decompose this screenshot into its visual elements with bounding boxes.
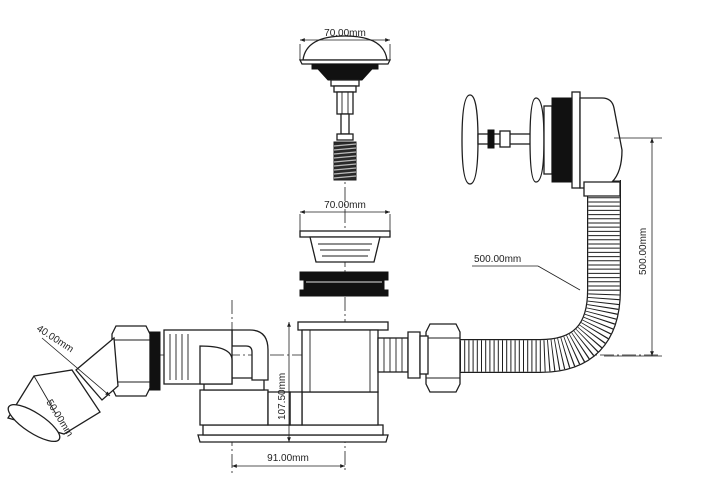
overflow-assembly — [461, 91, 623, 197]
strainer-width-label: 70.00mm — [324, 200, 366, 211]
body-height-dimension: 107.50mm — [277, 322, 291, 442]
coil-spring-icon — [333, 141, 357, 181]
rubber-gasket — [299, 271, 389, 297]
flexible-hose — [460, 180, 621, 373]
overflow-height-label: 500.00mm — [638, 228, 649, 275]
trap-body — [163, 321, 389, 443]
hose-coupling — [377, 323, 461, 393]
cap-width-dimension: 70.00mm — [299, 28, 391, 60]
overflow-height-dimension: 500.00mm — [604, 137, 662, 357]
elbow-diameter-label: 40.00mm — [34, 323, 75, 355]
popup-cap — [298, 35, 392, 141]
strainer-basket — [299, 230, 391, 263]
left-elbow-outlet — [6, 325, 161, 443]
outlet-spacing-dimension: 91.00mm — [232, 453, 345, 468]
hose-length-dimension: 500.00mm — [472, 254, 581, 291]
outlet-spacing-label: 91.00mm — [267, 453, 309, 464]
cap-width-label: 70.00mm — [324, 28, 366, 39]
body-height-label: 107.50mm — [277, 373, 288, 420]
strainer-width-dimension: 70.00mm — [299, 200, 391, 231]
hose-length-label: 500.00mm — [474, 254, 521, 265]
